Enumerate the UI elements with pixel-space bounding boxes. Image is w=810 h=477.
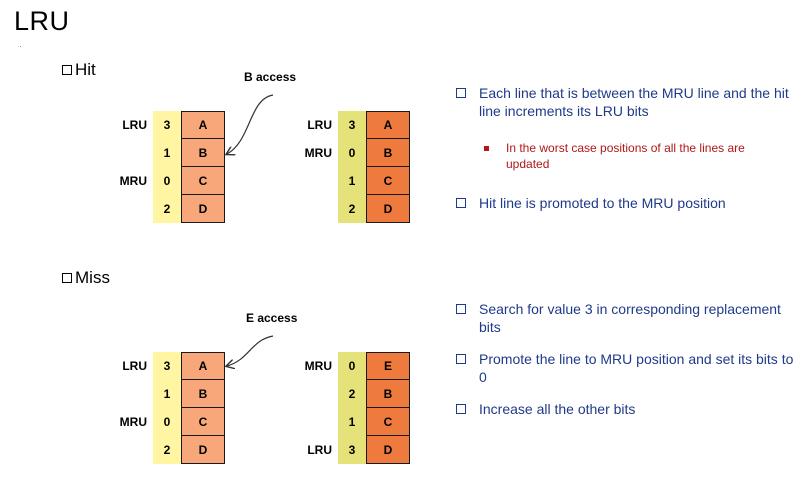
cache-line-cell: A — [366, 111, 410, 139]
row-position-label: MRU — [304, 359, 332, 373]
cache-line-cell: C — [366, 407, 410, 436]
cache-line-cell: B — [181, 138, 225, 167]
miss-bullet-1: Search for value 3 in corresponding repl… — [456, 300, 801, 336]
cache-line-cell: C — [181, 407, 225, 436]
cache-line-cell: A — [181, 111, 225, 139]
lru-counter-cell: 3 — [153, 111, 181, 139]
cache-line-cell: B — [366, 379, 410, 408]
cache-line-cell: C — [366, 166, 410, 195]
lru-counter-cell: 2 — [338, 195, 366, 223]
lru-counter-cell: 1 — [153, 139, 181, 167]
lru-counter-cell: 2 — [153, 195, 181, 223]
cache-line-cell: A — [181, 352, 225, 380]
cache-line-cell: C — [181, 166, 225, 195]
cache-line-cell: B — [181, 379, 225, 408]
hit-access-label: B access — [244, 70, 297, 84]
miss-access-label: E access — [246, 311, 298, 325]
hit-bullet-1: Each line that is between the MRU line a… — [456, 84, 801, 120]
miss-heading: Miss — [62, 268, 110, 288]
checkbox-bullet-icon — [456, 88, 466, 98]
checkbox-bullet-icon — [456, 198, 466, 208]
checkbox-bullet-icon — [456, 304, 466, 314]
lru-counter-cell: 2 — [153, 436, 181, 464]
lru-counter-cell: 0 — [338, 139, 366, 167]
checkbox-bullet-icon — [62, 273, 72, 283]
hit-sub-bullet: In the worst case positions of all the l… — [484, 140, 784, 172]
page-title: LRU — [14, 6, 70, 36]
lru-counter-cell: 1 — [153, 380, 181, 408]
miss-bullets: Search for value 3 in corresponding repl… — [456, 300, 801, 418]
row-position-label: LRU — [122, 359, 147, 373]
decorative-dot — [20, 46, 21, 47]
row-position-label: LRU — [307, 118, 332, 132]
lru-counter-cell: 0 — [153, 167, 181, 195]
hit-access-arrow-icon — [215, 94, 274, 165]
lru-counter-cell: 3 — [153, 352, 181, 380]
row-position-label: LRU — [307, 443, 332, 457]
row-position-label: MRU — [119, 415, 147, 429]
hit-heading-text: Hit — [75, 60, 96, 79]
cache-line-cell: D — [366, 194, 410, 223]
lru-counter-cell: 3 — [338, 436, 366, 464]
cache-line-cell: E — [366, 352, 410, 380]
miss-bullet-3: Increase all the other bits — [456, 400, 801, 418]
miss-bullet-2: Promote the line to MRU position and set… — [456, 350, 801, 386]
checkbox-bullet-icon — [456, 354, 466, 364]
lru-counter-cell: 2 — [338, 380, 366, 408]
row-position-label: MRU — [304, 146, 332, 160]
row-position-label: MRU — [119, 174, 147, 188]
lru-counter-cell: 1 — [338, 408, 366, 436]
checkbox-bullet-icon — [456, 404, 466, 414]
lru-counter-cell: 3 — [338, 111, 366, 139]
hit-bullet-2: Hit line is promoted to the MRU position — [456, 194, 801, 212]
cache-line-cell: D — [181, 194, 225, 223]
row-position-label: LRU — [122, 118, 147, 132]
hit-heading: Hit — [62, 60, 96, 80]
cache-line-cell: D — [366, 435, 410, 464]
cache-line-cell: B — [366, 138, 410, 167]
lru-counter-cell: 0 — [153, 408, 181, 436]
lru-counter-cell: 0 — [338, 352, 366, 380]
cache-line-cell: D — [181, 435, 225, 464]
lru-counter-cell: 1 — [338, 167, 366, 195]
checkbox-bullet-icon — [62, 65, 72, 75]
miss-access-arrow-icon — [215, 335, 274, 376]
square-bullet-icon — [484, 146, 489, 151]
hit-bullets: Each line that is between the MRU line a… — [456, 84, 801, 212]
miss-heading-text: Miss — [75, 268, 110, 287]
